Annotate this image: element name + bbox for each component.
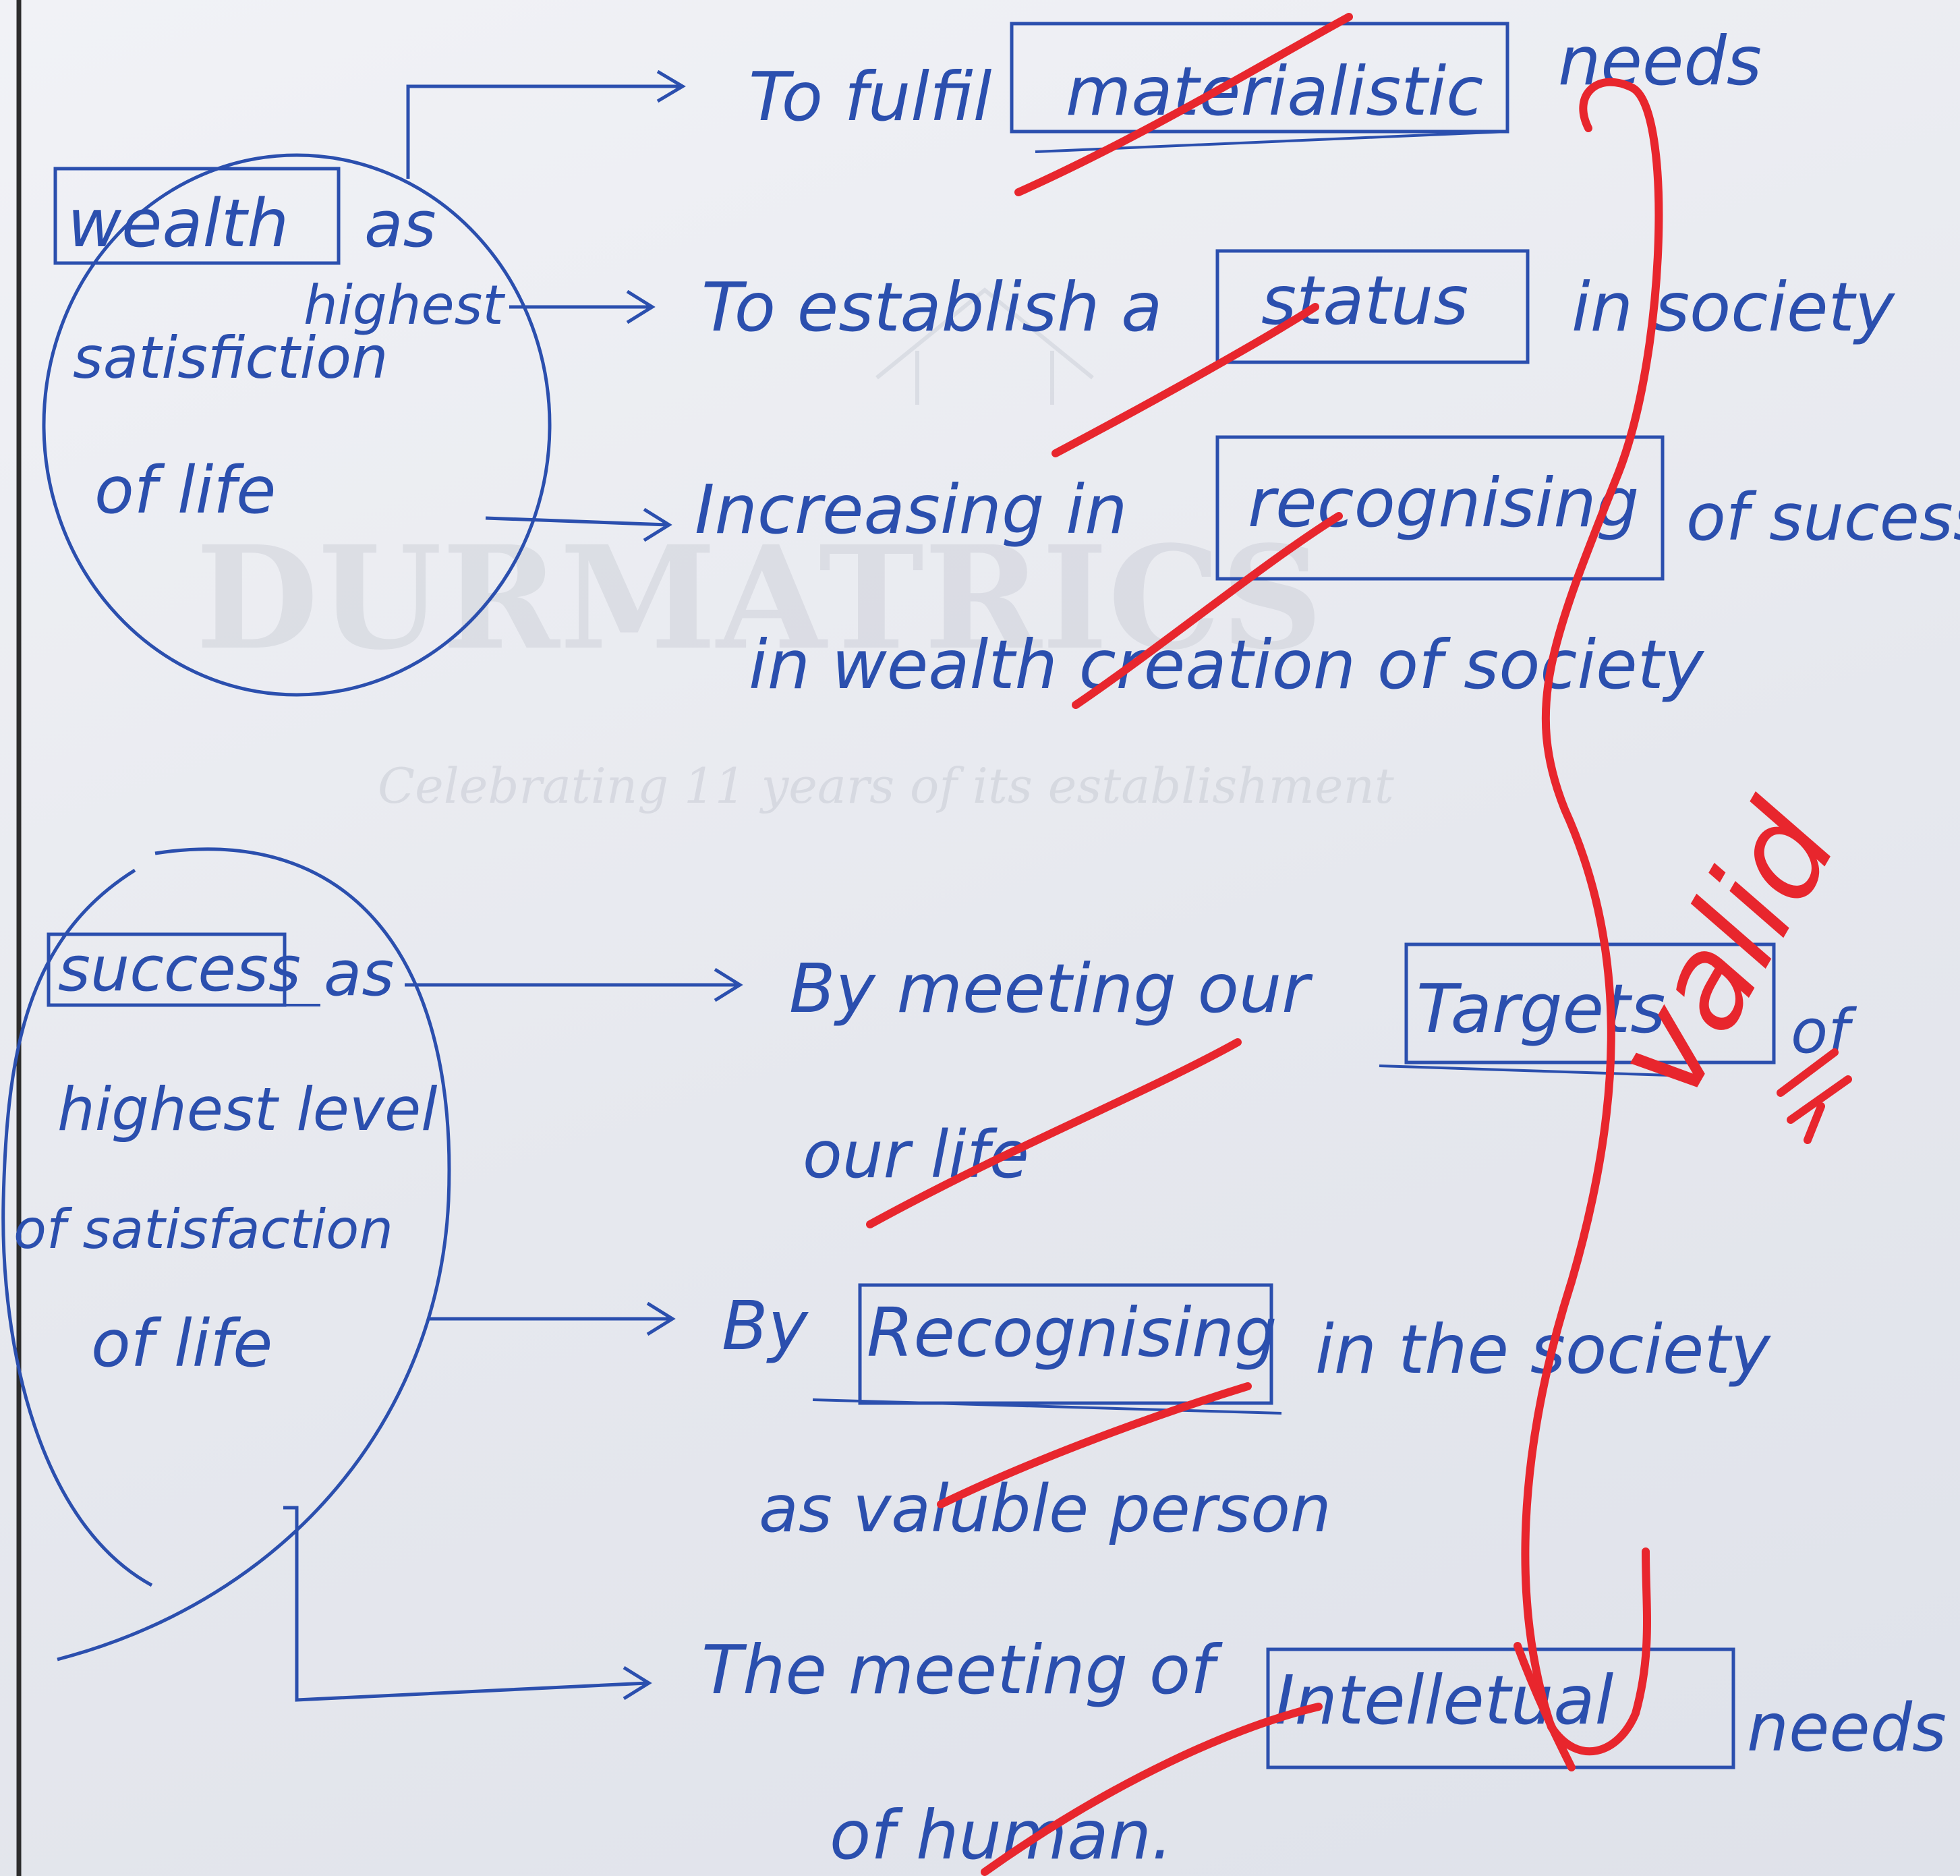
wealth-branch-3-box bbox=[1215, 435, 1665, 581]
wealth-heading-line-1: as bbox=[364, 188, 436, 262]
tick-stroke-5 bbox=[937, 1382, 1252, 1508]
success-heading: success bbox=[58, 933, 301, 1005]
success-branch-1-pre: By meeting our bbox=[789, 949, 1313, 1028]
curly-brace bbox=[1521, 78, 1663, 1756]
wealth-branch-1-box bbox=[1010, 22, 1509, 134]
success-branch-1-box bbox=[1404, 942, 1776, 1064]
wealth-branch-2-box bbox=[1215, 249, 1530, 364]
wealth-heading: wealth bbox=[67, 186, 289, 262]
success-heading-line-1: as bbox=[324, 938, 394, 1010]
success-arrow-2 bbox=[428, 1301, 676, 1336]
success-branch-3-boxed: Intelletual bbox=[1275, 1661, 1614, 1740]
success-heading-line-3: of satisfaction bbox=[13, 1198, 393, 1261]
wealth-branch-3-boxed: recognising bbox=[1248, 463, 1639, 542]
wealth-arrow-1 bbox=[406, 69, 686, 179]
success-branch-1-line-2: our life bbox=[803, 1117, 1029, 1193]
tick-stroke-4 bbox=[866, 1038, 1242, 1228]
wealth-section: wealth as highest satisfiction of life T… bbox=[42, 22, 1960, 704]
tick-stroke-7 bbox=[1514, 1642, 1576, 1771]
success-branch-1-boxed: Targets bbox=[1416, 969, 1665, 1048]
success-heading-line-2: highest level bbox=[57, 1075, 438, 1144]
success-branch-3-post: needs bbox=[1747, 1690, 1947, 1767]
wealth-branch-1-boxed: materialistic bbox=[1066, 52, 1483, 131]
wealth-branch-2-pre: To establish a bbox=[701, 268, 1162, 347]
evaluator-marks bbox=[866, 13, 1852, 1876]
watermark: DURMATRICS Celebrating 11 years of its e… bbox=[196, 287, 1395, 814]
wealth-heading-line-2: highest bbox=[304, 274, 505, 337]
wealth-branch-3-post: of sucesss bbox=[1686, 480, 1960, 555]
tick-stroke-1 bbox=[1014, 13, 1353, 196]
wealth-box bbox=[53, 167, 341, 265]
success-arrow-1 bbox=[405, 967, 743, 1002]
tick-stroke-6 bbox=[981, 1703, 1323, 1876]
wealth-arrow-3 bbox=[485, 507, 672, 542]
watermark-tagline: Celebrating 11 years of its establishmen… bbox=[378, 758, 1395, 814]
wealth-arrow-2 bbox=[509, 289, 656, 324]
success-section: success as highest level of satisfaction… bbox=[1, 847, 1947, 1875]
success-circle bbox=[1, 847, 451, 1661]
valid-mark: valid bbox=[1584, 780, 1867, 1122]
double-underline bbox=[1777, 1048, 1852, 1144]
success-branch-3-pre: The meeting of bbox=[701, 1630, 1223, 1709]
wealth-branch-1-pre: To fulfil bbox=[749, 57, 992, 136]
wealth-heading-line-3: satisfiction bbox=[73, 324, 388, 392]
success-arrow-3 bbox=[283, 1506, 652, 1702]
watermark-banner: DURMATRICS bbox=[196, 515, 1323, 681]
wealth-circle bbox=[42, 153, 552, 697]
wealth-branch-3-pre: Increasing in bbox=[695, 470, 1127, 549]
tick-stroke-2 bbox=[1051, 303, 1319, 457]
success-branch-3-box bbox=[1266, 1647, 1735, 1769]
wealth-branch-2-post: in society bbox=[1572, 268, 1896, 347]
success-branch-2-box bbox=[858, 1283, 1273, 1405]
success-branch-2-line-2: as valuble person bbox=[759, 1471, 1331, 1547]
success-branch-2-boxed: Recognising bbox=[867, 1293, 1277, 1372]
success-branch-2-pre: By bbox=[722, 1286, 809, 1365]
wealth-heading-line-4: of life bbox=[94, 453, 276, 528]
success-heading-line-4: of life bbox=[91, 1306, 272, 1382]
wealth-branch-2-boxed: status bbox=[1261, 261, 1468, 340]
tick-stroke-3 bbox=[1072, 512, 1343, 709]
